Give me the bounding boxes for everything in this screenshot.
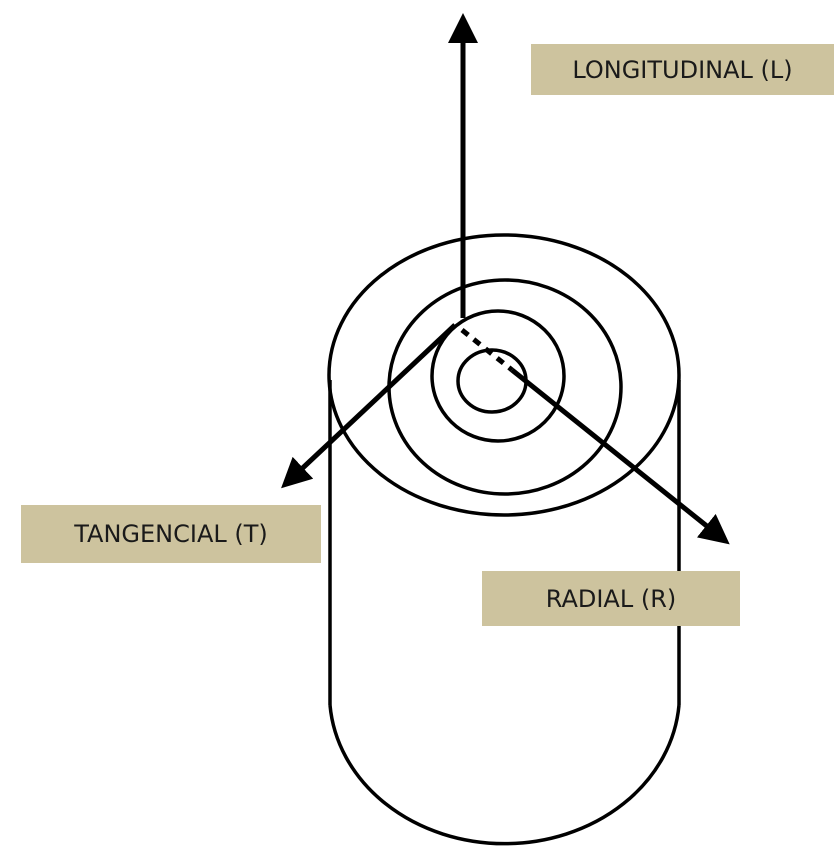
radial-axis-arrow: [510, 368, 730, 545]
tangential-axis-arrow: [281, 323, 457, 489]
cylinder-bottom-arc: [328, 704, 681, 846]
outer-ring: [327, 233, 681, 517]
longitudinal-label: LONGITUDINAL (L): [531, 44, 834, 95]
wood-cylinder: [327, 233, 681, 846]
tangencial-label: TANGENCIAL (T): [21, 505, 321, 563]
radial-label: RADIAL (R): [482, 571, 740, 626]
growth-ring-1: [456, 348, 528, 414]
growth-ring-2: [430, 309, 566, 443]
radial-axis-hidden-segment: [460, 328, 514, 372]
axes: [281, 13, 730, 545]
